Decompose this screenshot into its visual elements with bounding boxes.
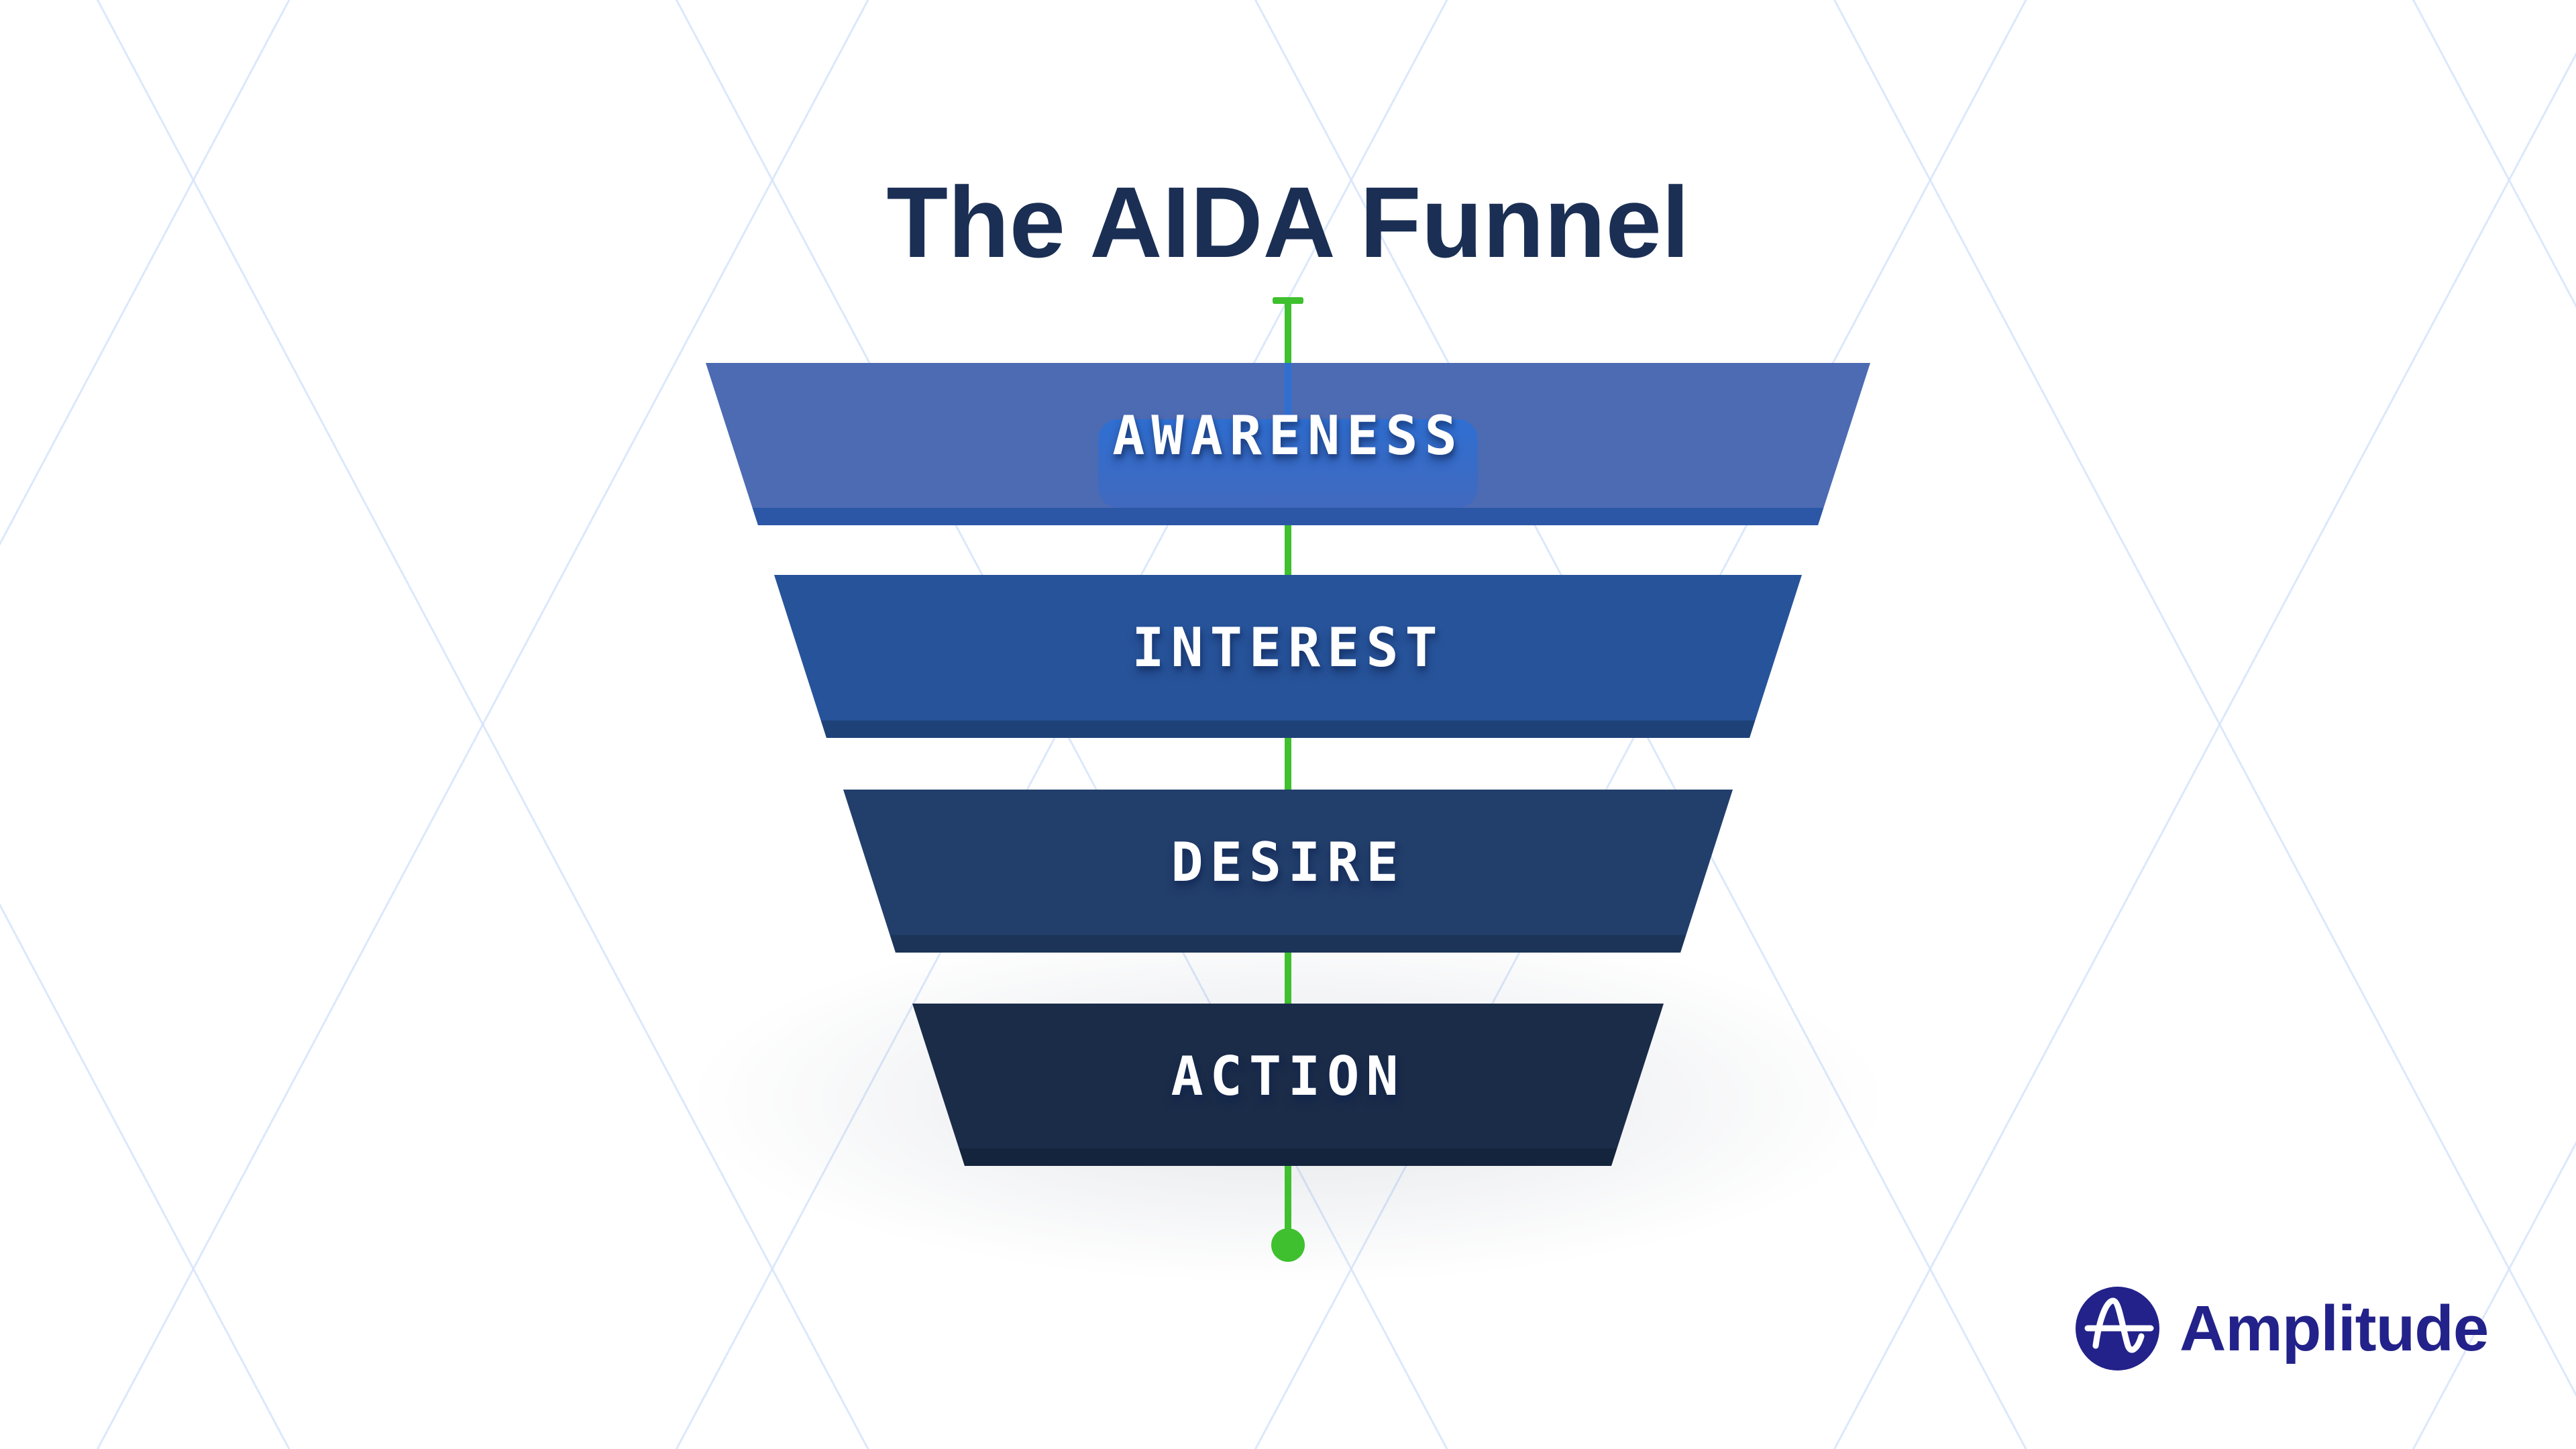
funnel-axis-line bbox=[1285, 301, 1291, 1245]
stage-label-desire: DESIRE bbox=[1171, 831, 1405, 894]
stage-bottom-edge bbox=[912, 1148, 1664, 1166]
funnel-stage-awareness: AWARENESS bbox=[706, 363, 1870, 525]
awareness-highlight-stem bbox=[1285, 363, 1291, 423]
funnel-stage-action: ACTION bbox=[912, 1004, 1664, 1166]
stage-bottom-edge bbox=[706, 508, 1870, 525]
amplitude-logo: Amplitude bbox=[2076, 1287, 2489, 1371]
funnel-stage-interest: INTEREST bbox=[774, 575, 1802, 738]
stage-label-awareness: AWARENESS bbox=[1112, 404, 1464, 467]
stage-label-interest: INTEREST bbox=[1132, 616, 1444, 679]
page-title: The AIDA Funnel bbox=[886, 165, 1690, 278]
funnel-stage-desire: DESIRE bbox=[843, 790, 1733, 953]
amplitude-sine-a-icon bbox=[2076, 1287, 2159, 1371]
funnel-axis-dot-icon bbox=[1271, 1228, 1305, 1262]
amplitude-wordmark: Amplitude bbox=[2180, 1293, 2489, 1364]
stage-bottom-edge bbox=[843, 935, 1733, 953]
awareness-highlight-pill bbox=[1098, 419, 1478, 508]
stage-bottom-edge bbox=[774, 720, 1802, 738]
stage-label-action: ACTION bbox=[1171, 1044, 1405, 1108]
